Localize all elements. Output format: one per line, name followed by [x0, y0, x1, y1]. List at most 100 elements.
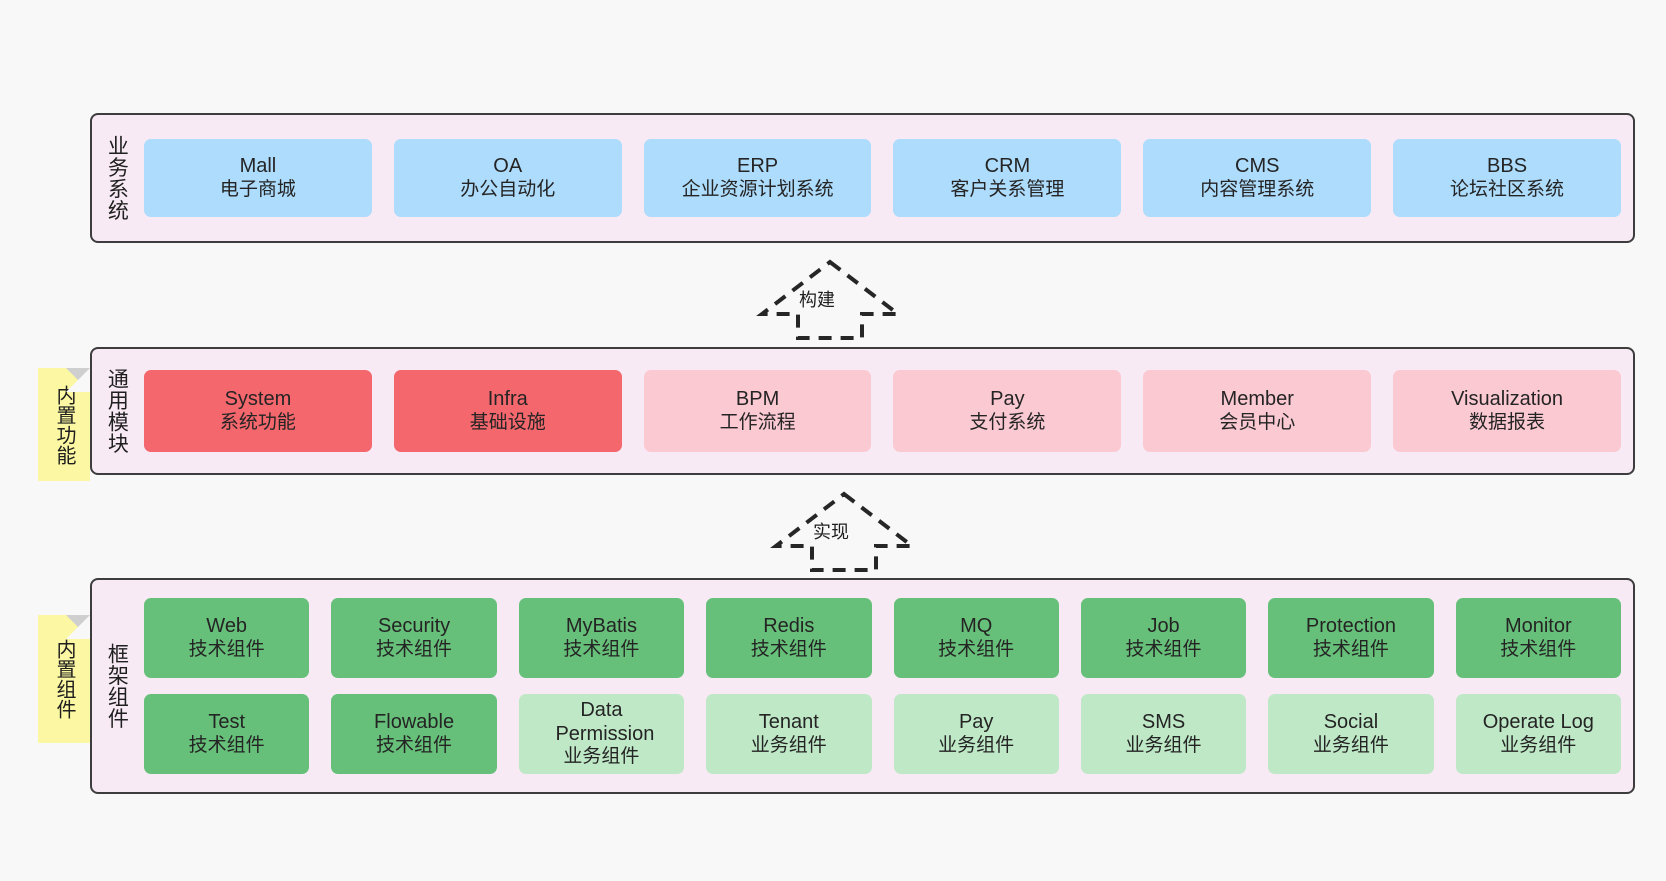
card-subtitle: 电子商城: [219, 178, 296, 200]
card-subtitle: 技术组件: [938, 638, 1015, 660]
card-subtitle: 技术组件: [563, 638, 640, 660]
card-redis[interactable]: Redis 技术组件: [706, 598, 872, 678]
card-title: Protection: [1305, 615, 1396, 637]
card-data-permission[interactable]: Data Permission 业务组件: [518, 694, 685, 774]
note-fold-highlight-icon: [66, 368, 90, 392]
card-pay-module[interactable]: Pay 支付系统: [893, 370, 1122, 452]
card-title: Mall: [239, 155, 277, 177]
card-subtitle: 业务组件: [1312, 734, 1389, 756]
card-subtitle: 业务组件: [1125, 734, 1202, 756]
card-bpm[interactable]: BPM 工作流程: [643, 370, 872, 452]
card-tenant[interactable]: Tenant 业务组件: [706, 694, 872, 774]
card-mall[interactable]: Mall 电子商城: [144, 139, 372, 217]
card-subtitle: 业务组件: [563, 746, 640, 768]
card-social[interactable]: Social 业务组件: [1268, 694, 1434, 774]
card-title: MyBatis: [565, 615, 637, 637]
card-row: Mall 电子商城 OA 办公自动化 ERP 企业资源计划系统 CRM 客户关系…: [144, 139, 1621, 217]
card-subtitle: 技术组件: [188, 638, 265, 660]
card-infra[interactable]: Infra 基础设施: [393, 370, 622, 452]
card-protection[interactable]: Protection 技术组件: [1268, 598, 1434, 678]
card-title: Operate Log: [1482, 711, 1594, 733]
layer-body-framework-component: Web 技术组件 Security 技术组件 MyBatis 技术组件 Redi…: [140, 580, 1633, 792]
connector-build: 构建: [756, 258, 904, 342]
card-subtitle: 技术组件: [1500, 638, 1577, 660]
card-title: Pay: [990, 388, 1025, 410]
card-crm[interactable]: CRM 客户关系管理: [893, 139, 1122, 217]
card-title: CRM: [984, 155, 1031, 177]
card-subtitle: 数据报表: [1469, 411, 1546, 433]
card-title: Infra: [487, 388, 528, 410]
note-builtin-component: 内置组件: [38, 615, 90, 743]
card-row: System 系统功能 Infra 基础设施 BPM 工作流程 Pay 支付系统…: [144, 370, 1621, 452]
card-title: MQ: [960, 615, 993, 637]
card-subtitle: 内容管理系统: [1200, 178, 1315, 200]
card-title: ERP: [737, 155, 779, 177]
card-system[interactable]: System 系统功能: [144, 370, 372, 452]
card-title: BPM: [735, 388, 780, 410]
layer-body-common-module: System 系统功能 Infra 基础设施 BPM 工作流程 Pay 支付系统…: [140, 349, 1633, 473]
card-sms[interactable]: SMS 业务组件: [1080, 694, 1247, 774]
card-title: SMS: [1141, 711, 1186, 733]
card-subtitle: 办公自动化: [460, 178, 556, 200]
card-title: CMS: [1235, 155, 1280, 177]
card-oa[interactable]: OA 办公自动化: [393, 139, 622, 217]
card-title: Data Permission: [555, 699, 655, 745]
card-web[interactable]: Web 技术组件: [144, 598, 310, 678]
card-visualization[interactable]: Visualization 数据报表: [1393, 370, 1621, 452]
card-monitor[interactable]: Monitor 技术组件: [1455, 598, 1621, 678]
card-title: Flowable: [374, 711, 455, 733]
card-title: Security: [377, 615, 451, 637]
card-subtitle: 技术组件: [376, 638, 453, 660]
card-subtitle: 业务组件: [1500, 734, 1577, 756]
card-job[interactable]: Job 技术组件: [1080, 598, 1247, 678]
card-title: Visualization: [1451, 388, 1564, 410]
layer-common-module: 通用模块 System 系统功能 Infra 基础设施 BPM 工作流程 Pay…: [90, 347, 1635, 475]
card-subtitle: 论坛社区系统: [1450, 178, 1565, 200]
card-title: Social: [1323, 711, 1379, 733]
card-subtitle: 支付系统: [969, 411, 1046, 433]
card-cms[interactable]: CMS 内容管理系统: [1143, 139, 1372, 217]
card-subtitle: 会员中心: [1219, 411, 1296, 433]
card-title: BBS: [1487, 155, 1528, 177]
implement-arrow-icon: [770, 491, 918, 572]
card-title: Tenant: [758, 711, 819, 733]
card-subtitle: 技术组件: [1312, 638, 1389, 660]
card-title: OA: [493, 155, 523, 177]
connector-implement-label: 实现: [813, 522, 849, 542]
card-member[interactable]: Member 会员中心: [1143, 370, 1372, 452]
connector-implement: 实现: [770, 490, 918, 574]
layer-business-system: 业务系统 Mall 电子商城 OA 办公自动化 ERP 企业资源计划系统 CRM…: [90, 113, 1635, 243]
layer-title-common-module: 通用模块: [105, 368, 129, 454]
card-operate-log[interactable]: Operate Log 业务组件: [1455, 694, 1621, 774]
card-title: Monitor: [1504, 615, 1572, 637]
card-erp[interactable]: ERP 企业资源计划系统: [643, 139, 872, 217]
card-subtitle: 业务组件: [938, 734, 1015, 756]
card-subtitle: 技术组件: [188, 734, 265, 756]
card-row: Web 技术组件 Security 技术组件 MyBatis 技术组件 Redi…: [144, 598, 1621, 678]
card-subtitle: 技术组件: [376, 734, 453, 756]
card-flowable[interactable]: Flowable 技术组件: [331, 694, 497, 774]
card-mq[interactable]: MQ 技术组件: [893, 598, 1059, 678]
card-title: Web: [206, 615, 248, 637]
card-subtitle: 工作流程: [719, 411, 796, 433]
connector-build-label: 构建: [799, 290, 835, 310]
note-label: 内置功能: [53, 384, 75, 465]
layer-title-framework-component: 框架组件: [105, 643, 129, 729]
card-subtitle: 业务组件: [750, 734, 827, 756]
card-test[interactable]: Test 技术组件: [144, 694, 310, 774]
card-row: Test 技术组件 Flowable 技术组件 Data Permission …: [144, 694, 1621, 774]
card-security[interactable]: Security 技术组件: [331, 598, 497, 678]
card-subtitle: 技术组件: [1125, 638, 1202, 660]
card-bbs[interactable]: BBS 论坛社区系统: [1393, 139, 1621, 217]
note-builtin-function: 内置功能: [38, 368, 90, 481]
note-label: 内置组件: [53, 639, 75, 719]
card-mybatis[interactable]: MyBatis 技术组件: [518, 598, 685, 678]
card-title: Member: [1220, 388, 1294, 410]
card-title: System: [224, 388, 292, 410]
card-title: Test: [208, 711, 246, 733]
card-pay-component[interactable]: Pay 业务组件: [893, 694, 1059, 774]
card-subtitle: 技术组件: [750, 638, 827, 660]
layer-framework-component: 框架组件 Web 技术组件 Security 技术组件 MyBatis 技术组件…: [90, 578, 1635, 794]
card-title: Redis: [763, 615, 815, 637]
